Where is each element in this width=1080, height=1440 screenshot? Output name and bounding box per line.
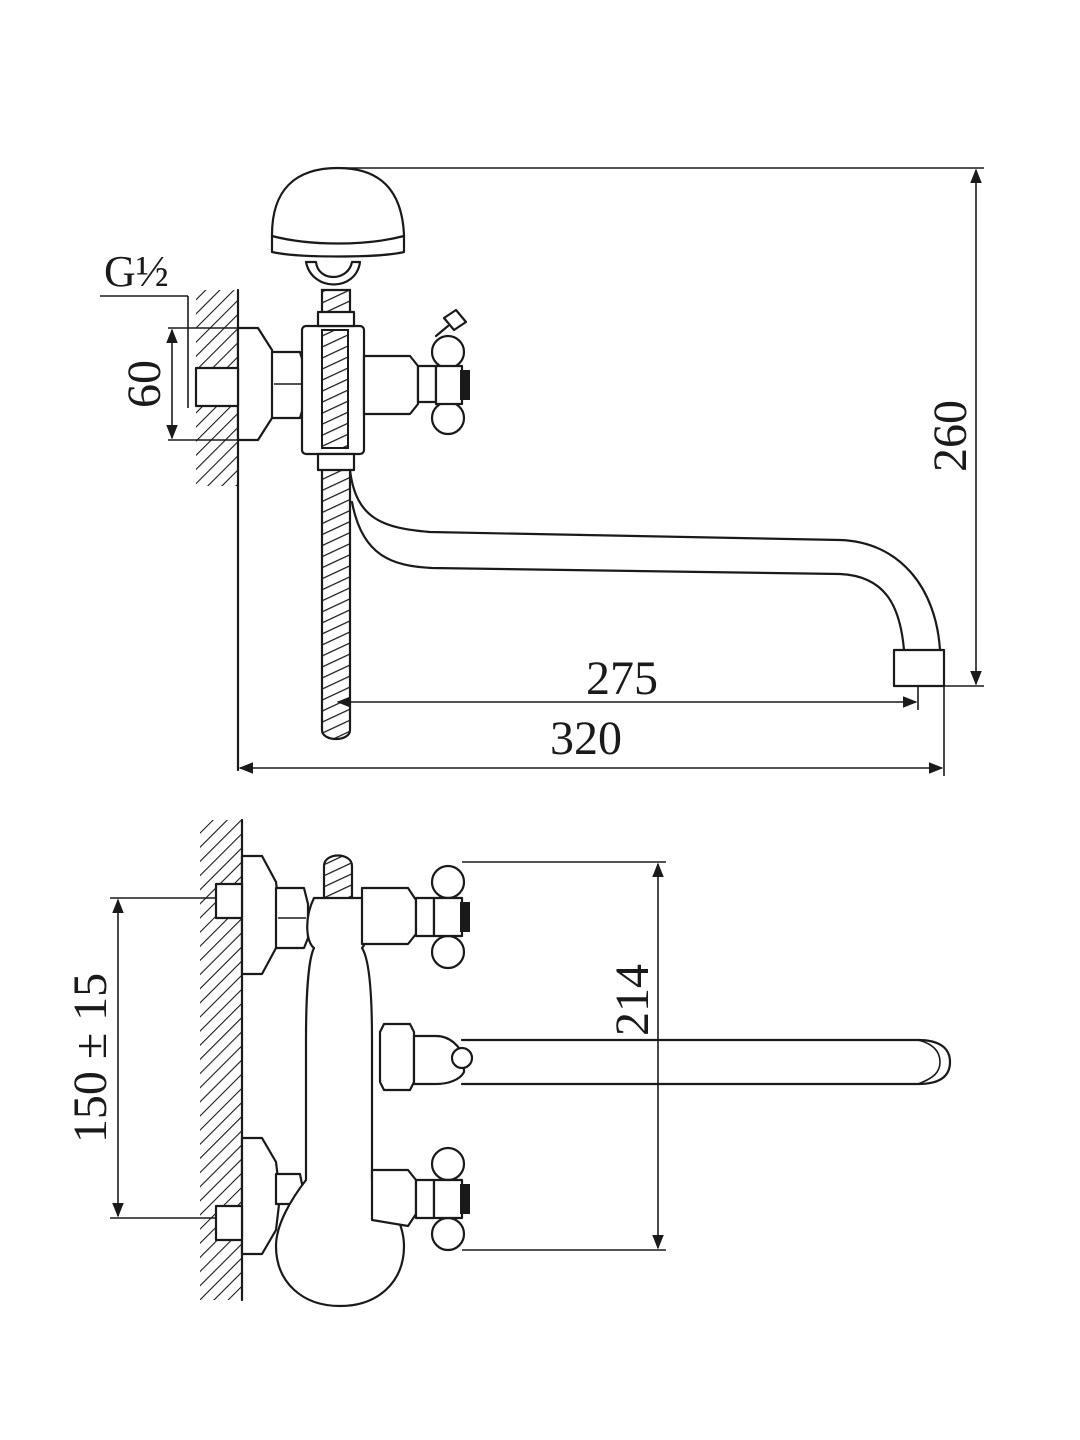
dim-260-label: 260 [924,400,977,472]
handle-knob-top [430,334,466,370]
top-view: 150 ± 15 214 [64,818,952,1308]
valve-head [362,354,420,416]
thread-label: G½ [104,247,169,296]
spout-top [460,1038,952,1086]
aerator [892,648,946,688]
handle-knob-bottom [430,400,466,436]
dim-275-label: 275 [586,652,658,705]
mixer-body-top [274,896,406,1308]
dim-214-label: 214 [606,964,659,1036]
shower-head [270,166,406,258]
dim-60-label: 60 [118,360,171,408]
spout [348,468,942,652]
side-view: G½ 60 260 275 320 [100,166,984,776]
diverter-knob [442,308,468,332]
dim-150-label: 150 ± 15 [64,973,117,1143]
dim-320-label: 320 [550,712,622,765]
